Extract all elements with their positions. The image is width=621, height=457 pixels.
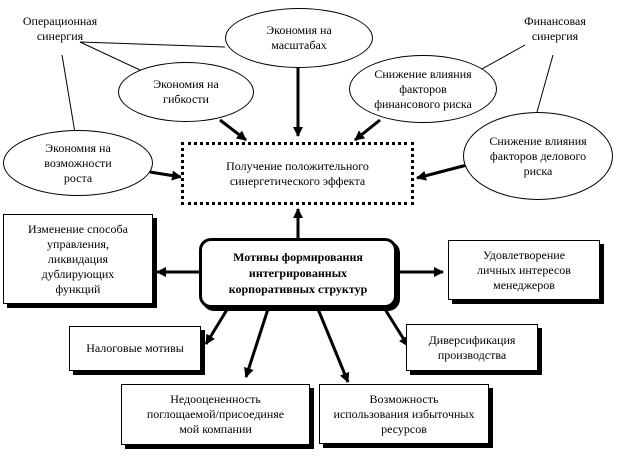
arrow-growth-opportunity [149,170,182,181]
central-motives-box: Мотивы формирования интегрированных корп… [199,238,397,308]
growth-opportunity-ellipse: Экономия на возможности роста [3,130,153,196]
financial-synergy-label: Финансовая синергия [524,14,586,43]
operational-synergy-line-1 [79,41,226,48]
synergy-effect-box: Получение положительного синергетическог… [181,142,414,205]
undervalued-company-box: Недооцененность поглощаемой/присоединяе … [121,384,310,445]
diversification-box: Диверсификация производства [406,324,538,371]
operational-synergy-line-2 [79,41,141,71]
arrow-to-diversification [381,305,410,347]
operational-synergy-label: Операционная синергия [22,14,98,43]
flexibility-economy-ellipse: Экономия на гибкости [118,62,254,122]
operational-synergy-line-3 [61,54,76,134]
scale-economy-ellipse: Экономия на масштабах [225,8,373,68]
arrow-business-risk [416,163,468,181]
manager-interests-box: Удовлетворение личных интересов менеджер… [448,240,600,300]
financial-synergy-line-2 [536,54,554,113]
surplus-resources-box: Возможность использования избыточных рес… [319,384,489,444]
arrow-financial-risk [354,118,381,142]
management-change-box: Изменение способа управления, ликвидация… [3,214,153,304]
arrow-to-tax-motives [204,307,230,345]
financial-risk-ellipse: Снижение влияния факторов финансового ри… [349,55,497,123]
business-risk-ellipse: Снижение влияния факторов делового риска [463,112,613,200]
arrow-to-undervalued-company [244,308,270,378]
arrow-to-surplus-resources [316,308,350,383]
tax-motives-box: Налоговые мотивы [69,326,201,371]
arrow-flexibility-economy [219,118,247,142]
